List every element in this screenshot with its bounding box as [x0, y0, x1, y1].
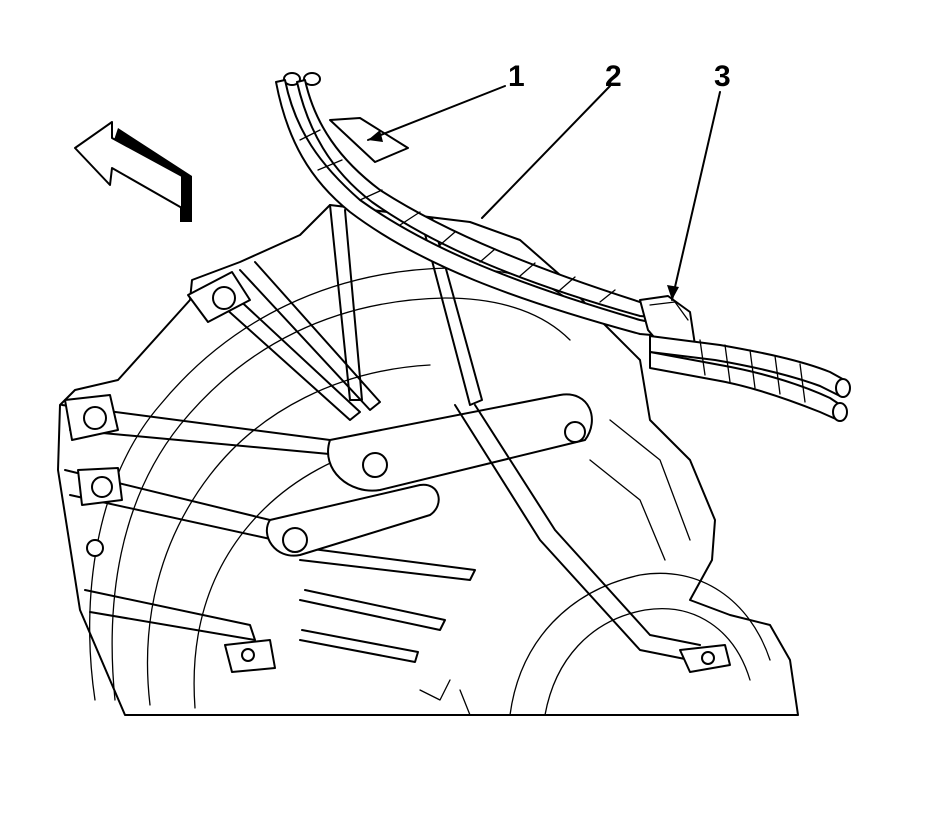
rib-top-3 — [329, 204, 363, 401]
callout-2: 2 — [605, 60, 622, 93]
cooler-line-sleeve-bands — [299, 129, 616, 303]
leader-2 — [481, 85, 611, 219]
case-detail-2 — [589, 459, 666, 561]
lower-brace — [265, 483, 440, 557]
cooler-line-right-ends — [832, 378, 851, 422]
mount-bracket-bolt — [701, 651, 715, 665]
rib-mid-2 — [299, 589, 446, 631]
cooler-line-lower — [296, 79, 664, 319]
bolt-boss-2 — [64, 394, 119, 441]
crossmember — [327, 393, 593, 492]
crossmember-bolt-right — [564, 421, 586, 443]
leader-1 — [367, 85, 506, 141]
rib-left-3 — [84, 589, 256, 641]
transmission-housing — [57, 204, 799, 716]
leader-3 — [671, 91, 721, 301]
case-opening — [509, 572, 771, 716]
rib-top-1 — [204, 281, 361, 421]
callout-3: 3 — [714, 60, 731, 93]
bolt-boss-1 — [187, 271, 251, 323]
case-extension-bottom — [474, 404, 701, 646]
crossmember-bolt-left — [362, 452, 388, 478]
callout-1: 1 — [508, 60, 525, 93]
case-detail-3 — [609, 419, 691, 541]
bottom-bracket-bolt — [241, 648, 255, 662]
case-opening-inner — [544, 608, 751, 716]
cooler-line-right-bands — [699, 339, 806, 403]
callout-leaders — [367, 85, 721, 301]
rib-mid-1 — [299, 547, 476, 581]
rib-top-2 — [239, 261, 381, 411]
case-extension-top — [454, 404, 691, 661]
bell-ring-2 — [111, 297, 571, 701]
front-direction-arrow-icon — [74, 121, 192, 222]
bell-ring-3 — [146, 364, 431, 706]
rib-mid-3 — [299, 629, 419, 663]
rib-top-4 — [419, 214, 483, 406]
bolt-boss-3 — [77, 467, 123, 506]
bolt-boss-4 — [86, 539, 104, 557]
case-detail-1 — [419, 679, 471, 716]
lower-brace-bolt — [282, 527, 308, 553]
